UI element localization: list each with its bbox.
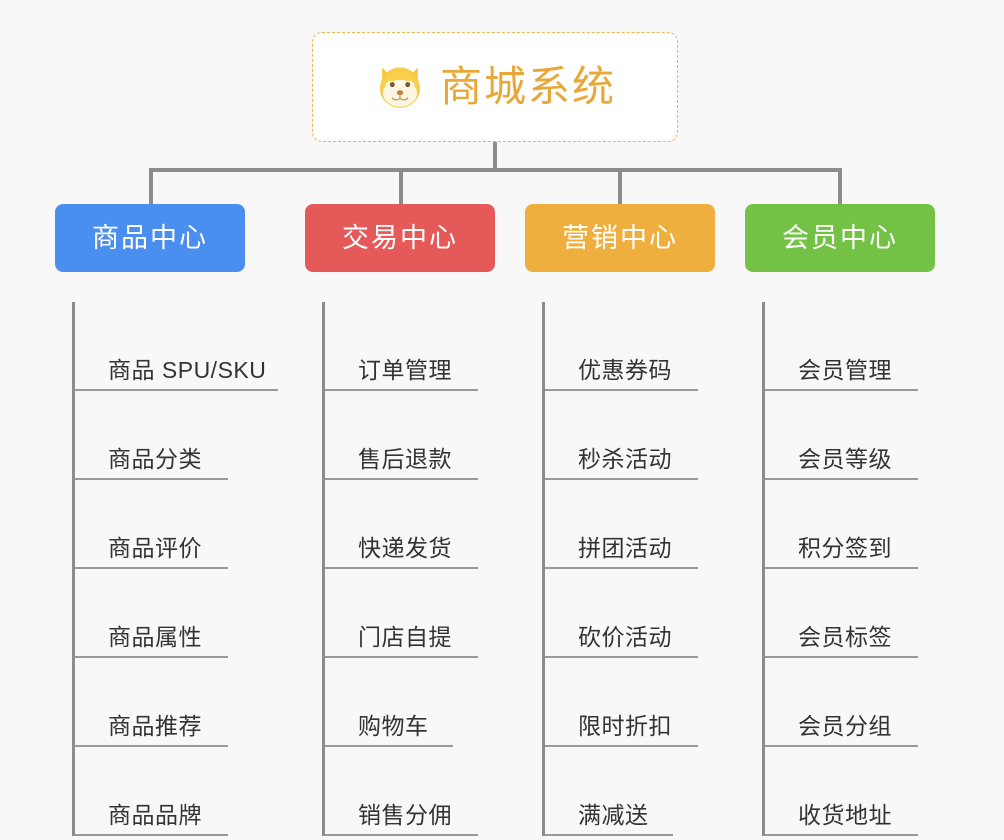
list-item[interactable]: 商品 SPU/SKU <box>75 302 278 391</box>
list-item[interactable]: 商品推荐 <box>75 658 245 747</box>
leaf-underline <box>765 567 918 569</box>
category-label: 交易中心 <box>342 222 458 253</box>
dog-face-icon <box>380 67 420 109</box>
list-item[interactable]: 会员等级 <box>765 391 935 480</box>
leaf-underline <box>765 745 918 747</box>
list-item[interactable]: 会员分组 <box>765 658 935 747</box>
leaf-label: 购物车 <box>358 713 429 739</box>
category-header-营销中心[interactable]: 营销中心 <box>525 204 715 272</box>
leaf-list-3: 优惠券码 秒杀活动 拼团活动 砍价活动 限时折扣 满减送 <box>542 302 715 836</box>
leaf-underline <box>325 389 478 391</box>
connector-root-stem <box>493 142 497 170</box>
leaf-label: 商品属性 <box>108 624 202 650</box>
leaf-label: 限时折扣 <box>578 713 672 739</box>
branch-column-商品中心: 商品中心 商品 SPU/SKU 商品分类 商品评价 商品属性 商品推荐 <box>55 204 278 836</box>
list-item[interactable]: 销售分佣 <box>325 747 495 836</box>
leaf-underline <box>325 834 478 836</box>
leaf-label: 秒杀活动 <box>578 446 672 472</box>
list-item[interactable]: 优惠券码 <box>545 302 715 391</box>
leaf-list-2: 订单管理 售后退款 快递发货 门店自提 购物车 销售分佣 <box>322 302 495 836</box>
category-label: 会员中心 <box>782 222 898 253</box>
leaf-label: 砍价活动 <box>578 624 672 650</box>
leaf-underline <box>75 567 228 569</box>
list-item[interactable]: 会员标签 <box>765 569 935 658</box>
branch-column-交易中心: 交易中心 订单管理 售后退款 快递发货 门店自提 购物车 <box>305 204 495 836</box>
category-header-会员中心[interactable]: 会员中心 <box>745 204 935 272</box>
list-item[interactable]: 快递发货 <box>325 480 495 569</box>
leaf-label: 优惠券码 <box>578 357 672 383</box>
list-item[interactable]: 拼团活动 <box>545 480 715 569</box>
leaf-underline <box>75 389 278 391</box>
leaf-label: 商品 SPU/SKU <box>108 357 267 383</box>
leaf-underline <box>545 478 698 480</box>
leaf-underline <box>75 745 228 747</box>
leaf-underline <box>325 567 478 569</box>
leaf-label: 会员标签 <box>798 624 892 650</box>
list-item[interactable]: 商品分类 <box>75 391 245 480</box>
list-item[interactable]: 购物车 <box>325 658 495 747</box>
leaf-label: 门店自提 <box>358 624 452 650</box>
list-item[interactable]: 秒杀活动 <box>545 391 715 480</box>
leaf-label: 订单管理 <box>358 357 452 383</box>
root-title: 商城系统 <box>439 63 616 110</box>
connector-drop-1 <box>149 168 153 206</box>
leaf-underline <box>765 834 918 836</box>
leaf-label: 销售分佣 <box>358 802 452 828</box>
connector-drop-2 <box>399 168 403 206</box>
list-item[interactable]: 满减送 <box>545 747 715 836</box>
connector-horizontal-bus <box>149 168 841 172</box>
branch-column-营销中心: 营销中心 优惠券码 秒杀活动 拼团活动 砍价活动 限时折扣 <box>525 204 715 836</box>
leaf-label: 商品分类 <box>108 446 202 472</box>
connector-drop-4 <box>838 168 842 206</box>
list-item[interactable]: 限时折扣 <box>545 658 715 747</box>
leaf-underline <box>75 656 228 658</box>
list-item[interactable]: 商品品牌 <box>75 747 245 836</box>
category-label: 营销中心 <box>562 222 678 253</box>
leaf-underline <box>765 389 918 391</box>
leaf-underline <box>545 656 698 658</box>
leaf-underline <box>545 389 698 391</box>
leaf-underline <box>765 478 918 480</box>
leaf-underline <box>765 656 918 658</box>
leaf-label: 拼团活动 <box>578 535 672 561</box>
leaf-label: 售后退款 <box>358 446 452 472</box>
leaf-underline <box>545 834 673 836</box>
leaf-label: 商品推荐 <box>108 713 202 739</box>
leaf-label: 会员分组 <box>798 713 892 739</box>
leaf-list-4: 会员管理 会员等级 积分签到 会员标签 会员分组 收货地址 <box>762 302 935 836</box>
leaf-label: 积分签到 <box>798 535 892 561</box>
list-item[interactable]: 砍价活动 <box>545 569 715 658</box>
list-item[interactable]: 门店自提 <box>325 569 495 658</box>
leaf-label: 满减送 <box>578 802 649 828</box>
connector-drop-3 <box>618 168 622 206</box>
list-item[interactable]: 售后退款 <box>325 391 495 480</box>
list-item[interactable]: 商品属性 <box>75 569 245 658</box>
leaf-label: 收货地址 <box>798 802 892 828</box>
branch-column-会员中心: 会员中心 会员管理 会员等级 积分签到 会员标签 会员分组 <box>745 204 935 836</box>
list-item[interactable]: 订单管理 <box>325 302 495 391</box>
leaf-underline <box>75 834 228 836</box>
leaf-label: 快递发货 <box>358 535 452 561</box>
leaf-list-1: 商品 SPU/SKU 商品分类 商品评价 商品属性 商品推荐 商品品牌 <box>72 302 278 836</box>
list-item[interactable]: 会员管理 <box>765 302 935 391</box>
list-item[interactable]: 收货地址 <box>765 747 935 836</box>
category-label: 商品中心 <box>92 222 208 253</box>
leaf-underline <box>325 745 453 747</box>
leaf-underline <box>325 656 478 658</box>
leaf-label: 会员管理 <box>798 357 892 383</box>
leaf-underline <box>75 478 228 480</box>
leaf-underline <box>545 567 698 569</box>
category-header-商品中心[interactable]: 商品中心 <box>55 204 245 272</box>
root-node[interactable]: 商城系统 <box>312 32 678 142</box>
leaf-label: 商品品牌 <box>108 802 202 828</box>
list-item[interactable]: 商品评价 <box>75 480 245 569</box>
leaf-underline <box>325 478 478 480</box>
list-item[interactable]: 积分签到 <box>765 480 935 569</box>
category-header-交易中心[interactable]: 交易中心 <box>305 204 495 272</box>
leaf-label: 商品评价 <box>108 535 202 561</box>
leaf-label: 会员等级 <box>798 446 892 472</box>
leaf-underline <box>545 745 698 747</box>
